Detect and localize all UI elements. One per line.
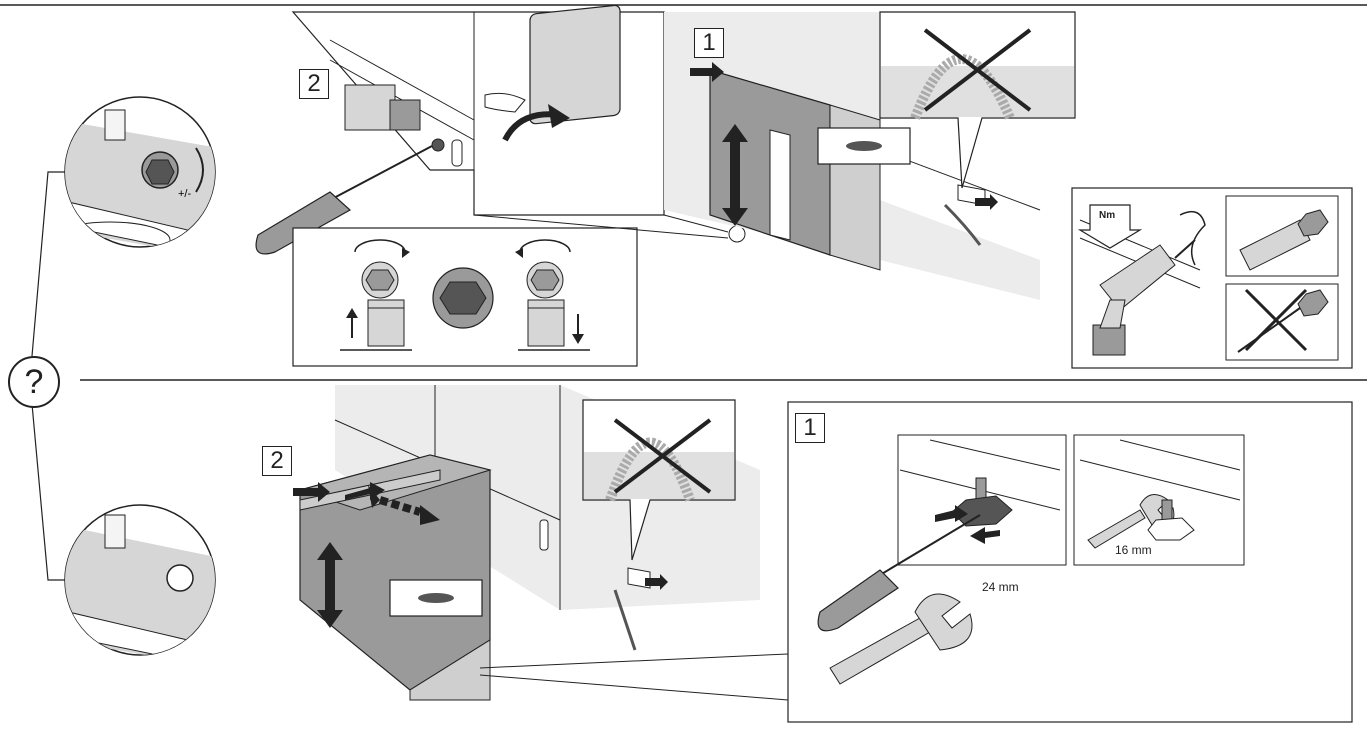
- wrench-size-16mm: 16 mm: [1115, 543, 1152, 557]
- drill-torque-panel: [1071, 187, 1353, 369]
- top-step2-panel: [255, 4, 665, 255]
- top-dishwasher-installation: [664, 12, 1041, 300]
- wrench-size-24mm: 24 mm: [982, 580, 1019, 594]
- svg-text:+/-: +/-: [178, 188, 191, 200]
- top-step-1-label: 1: [694, 28, 724, 58]
- detail-circle-adjustable-foot: +/-: [64, 96, 216, 248]
- top-hose-warning-bubble: [879, 11, 1076, 189]
- bottom-step-1-label: 1: [795, 413, 825, 443]
- bottom-hose-warning-bubble: [582, 399, 736, 561]
- help-question-icon: ?: [8, 356, 60, 408]
- torque-nm-label: Nm: [1099, 210, 1116, 221]
- detail-circle-hole: [64, 504, 216, 656]
- bottom-step-2-label: 2: [262, 446, 292, 476]
- bottom-step1-panel: [787, 401, 1353, 723]
- top-rotation-panel: [292, 227, 638, 367]
- top-step-2-label: 2: [299, 69, 329, 99]
